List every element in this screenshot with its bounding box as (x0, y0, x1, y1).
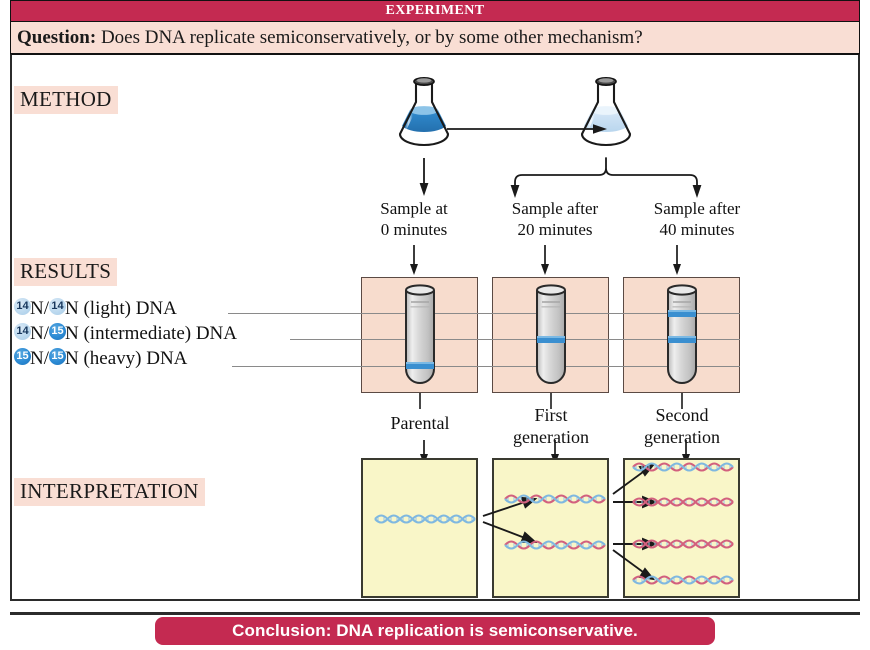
key-1-n1: N/ (30, 323, 49, 344)
sample-label-0: Sample at 0 minutes (344, 198, 484, 240)
generation-label-1-line1: First (534, 405, 568, 425)
generation-label-1-line2: generation (513, 427, 589, 447)
sample-label-2-line2: 40 minutes (659, 220, 735, 239)
question-label: Question: (17, 26, 97, 48)
conclusion-banner: Conclusion: DNA replication is semiconse… (155, 617, 715, 645)
key-0-n1: N/ (30, 298, 49, 319)
isotope-badge-15c: 15 (49, 348, 66, 365)
isotope-badge-14b: 14 (49, 298, 66, 315)
sample-label-2-line1: Sample after (653, 199, 741, 218)
question-bar: Question: Does DNA replicate semiconserv… (10, 22, 860, 54)
key-0-text: N (light) DNA (65, 298, 177, 319)
generation-label-0: Parental (350, 412, 490, 434)
sample-label-0-line2: 0 minutes (380, 220, 448, 239)
isotope-key-light: 14N/14N (light) DNA (14, 296, 177, 322)
panel-parental (361, 458, 478, 598)
isotope-badge-14c: 14 (14, 323, 31, 340)
sample-label-1-line2: 20 minutes (517, 220, 593, 239)
section-label-method: METHOD (14, 86, 118, 114)
light-medium-flask (560, 72, 652, 162)
generation-tick-2 (676, 393, 688, 409)
key-2-text: N (heavy) DNA (65, 348, 188, 369)
tube-first-generation (527, 281, 575, 393)
leader-line-light (228, 313, 362, 314)
key-1-text: N (intermediate) DNA (65, 323, 237, 344)
generation-label-2: Second generation (612, 404, 752, 448)
tube-arrow-0 (404, 245, 424, 277)
generation-label-2-line2: generation (644, 427, 720, 447)
isotope-badge-14a: 14 (14, 298, 31, 315)
band-intermediate (668, 336, 696, 343)
helix-second-gen-4 (631, 575, 735, 585)
helix-first-gen-top (503, 494, 607, 504)
transfer-arrow (445, 118, 615, 140)
sample-label-1-line1: Sample after (511, 199, 599, 218)
conclusion-divider (10, 612, 860, 615)
sample-label-1: Sample after 20 minutes (485, 198, 625, 240)
experiment-title: EXPERIMENT (385, 3, 485, 18)
generation-label-2-line1: Second (655, 405, 709, 425)
key-2-n1: N/ (30, 348, 49, 369)
sample-label-0-line1: Sample at (380, 199, 448, 218)
dna-helix-layer (355, 450, 755, 605)
tube-arrow-1 (535, 245, 555, 277)
band-heavy (406, 362, 434, 369)
tube-second-generation (658, 281, 706, 393)
isotope-key-intermediate: 14N/15N (intermediate) DNA (14, 321, 237, 347)
helix-parental (373, 514, 477, 524)
generation-label-0-line1: Parental (390, 413, 450, 433)
heavy-medium-flask (378, 72, 470, 162)
leader-line-intermediate (290, 339, 362, 340)
isotope-badge-15b: 15 (14, 348, 31, 365)
experiment-title-bar: EXPERIMENT (10, 0, 860, 22)
sample-label-2: Sample after 40 minutes (627, 198, 767, 240)
band-intermediate (537, 336, 565, 343)
panel-first-generation (492, 458, 609, 598)
tube-parental (396, 281, 444, 393)
conclusion-text: Conclusion: DNA replication is semiconse… (232, 621, 638, 640)
section-label-results: RESULTS (14, 258, 118, 286)
parental-sample-arrow (414, 158, 434, 198)
generation-tick-1 (545, 393, 557, 409)
question-body: Does DNA replicate semiconservatively, o… (100, 26, 643, 48)
helix-first-gen-bottom (503, 540, 607, 550)
sample-split-bracket (480, 157, 730, 200)
band-light (668, 310, 696, 317)
section-label-interpretation: INTERPRETATION (14, 478, 205, 506)
generation-tick-0 (414, 393, 426, 409)
isotope-badge-15a: 15 (49, 323, 66, 340)
isotope-key-heavy: 15N/15N (heavy) DNA (14, 346, 187, 372)
leader-line-heavy (232, 366, 362, 367)
tube-arrow-2 (667, 245, 687, 277)
generation-label-1: First generation (481, 404, 621, 448)
question-text-wrap: Question: Does DNA replicate semiconserv… (17, 27, 643, 49)
